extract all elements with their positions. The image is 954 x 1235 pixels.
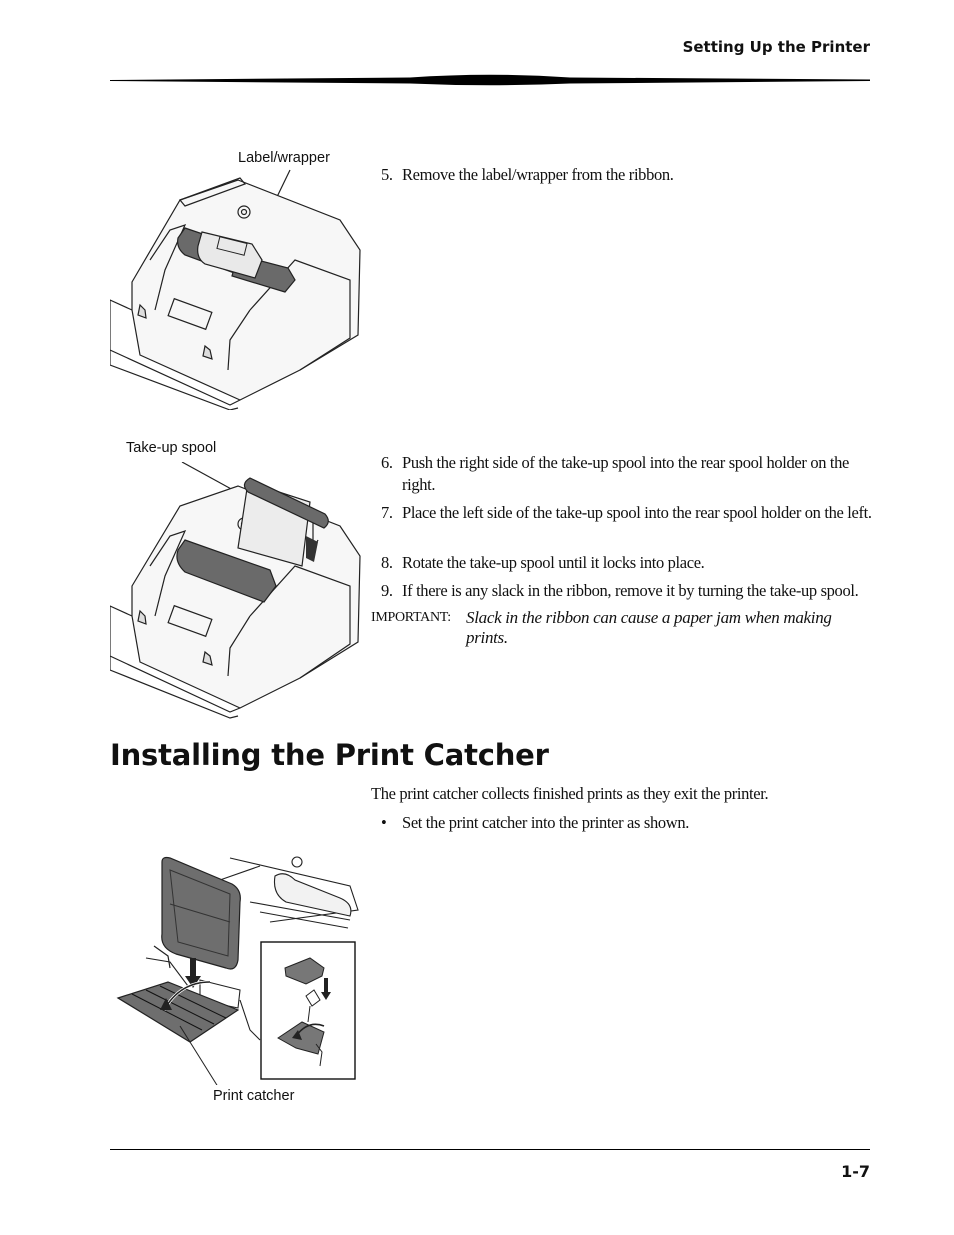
footer-rule bbox=[110, 1149, 870, 1150]
step-6: 6. Push the right side of the take-up sp… bbox=[381, 452, 873, 496]
step-number: 7. bbox=[381, 503, 393, 522]
step-9: 9. If there is any slack in the ribbon, … bbox=[381, 580, 873, 602]
step-8: 8. Rotate the take-up spool until it loc… bbox=[381, 552, 873, 574]
label-wrapper-callout: Label/wrapper bbox=[238, 150, 330, 166]
step-number: 5. bbox=[381, 165, 393, 184]
step-number: 6. bbox=[381, 453, 393, 472]
step-5: 5. Remove the label/wrapper from the rib… bbox=[381, 164, 873, 186]
bullet-icon: • bbox=[381, 813, 387, 832]
printer-take-up-spool-illustration bbox=[110, 462, 361, 719]
bullet-text: Set the print catcher into the printer a… bbox=[402, 813, 689, 832]
printer-label-wrapper-illustration bbox=[110, 169, 361, 410]
section-title: Installing the Print Catcher bbox=[110, 738, 549, 772]
step-7: 7. Place the left side of the take-up sp… bbox=[381, 502, 873, 524]
step-text: Push the right side of the take-up spool… bbox=[402, 453, 850, 494]
step-number: 9. bbox=[381, 581, 393, 600]
page-number: 1-7 bbox=[841, 1162, 870, 1181]
header-rule bbox=[110, 74, 870, 86]
important-label: IMPORTANT: bbox=[371, 610, 451, 625]
step-number: 8. bbox=[381, 553, 393, 572]
step-text: Place the left side of the take-up spool… bbox=[402, 503, 872, 522]
step-text: Remove the label/wrapper from the ribbon… bbox=[402, 165, 674, 184]
step-text: If there is any slack in the ribbon, rem… bbox=[402, 581, 859, 600]
bullet-item: • Set the print catcher into the printer … bbox=[381, 813, 689, 833]
take-up-spool-callout: Take-up spool bbox=[126, 440, 217, 456]
print-catcher-callout: Print catcher bbox=[213, 1088, 295, 1104]
print-catcher-illustration bbox=[116, 856, 359, 1085]
step-text: Rotate the take-up spool until it locks … bbox=[402, 553, 705, 572]
running-head: Setting Up the Printer bbox=[682, 38, 870, 56]
important-text: Slack in the ribbon can cause a paper ja… bbox=[466, 608, 832, 647]
section-intro: The print catcher collects finished prin… bbox=[371, 784, 769, 803]
